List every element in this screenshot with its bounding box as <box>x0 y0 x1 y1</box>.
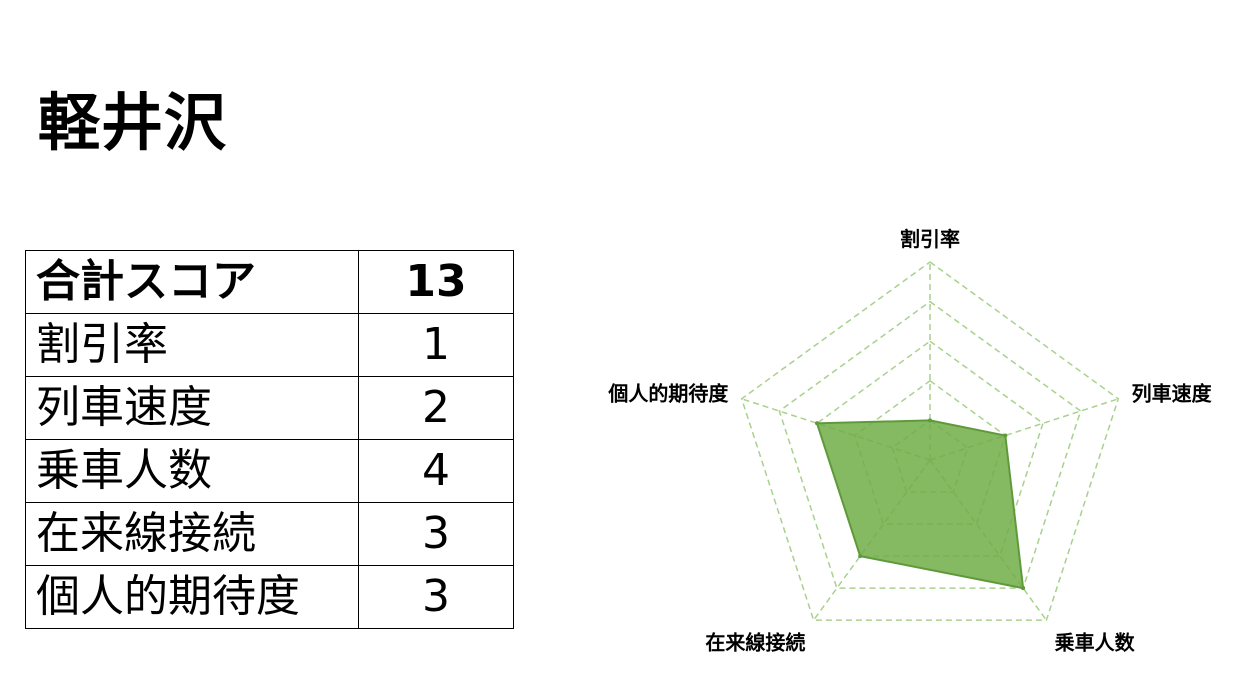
row-label: 乗車人数 <box>25 439 359 503</box>
row-label: 列車速度 <box>25 376 359 440</box>
score-table: 合計スコア 13 割引率 1 列車速度 2 乗車人数 4 在来線接続 3 個人的… <box>25 250 514 629</box>
row-value: 3 <box>358 502 514 566</box>
page-title: 軽井沢 <box>38 86 228 159</box>
total-score-value: 13 <box>358 250 514 314</box>
row-label: 在来線接続 <box>25 502 359 566</box>
row-value: 3 <box>358 565 514 629</box>
radar-axis-label: 個人的期待度 <box>607 381 729 405</box>
radar-axis-label: 列車速度 <box>1132 381 1213 405</box>
row-value: 2 <box>358 376 514 440</box>
radar-point <box>928 418 932 423</box>
table-row: 列車速度 2 <box>25 376 514 440</box>
radar-point <box>815 421 820 426</box>
radar-grid-ring <box>740 261 1120 621</box>
radar-axis-label: 乗車人数 <box>1055 631 1136 655</box>
radar-axis-label: 在来線接続 <box>705 631 805 655</box>
total-score-label: 合計スコア <box>25 250 359 314</box>
radar-series <box>815 418 1026 591</box>
row-value: 1 <box>358 313 514 377</box>
radar-grid-ring <box>816 340 1044 557</box>
row-label: 個人的期待度 <box>25 565 359 629</box>
row-label: 割引率 <box>25 313 359 377</box>
radar-point <box>1021 586 1026 591</box>
radar-series-area <box>815 419 1025 590</box>
table-row: 個人的期待度 3 <box>25 565 514 629</box>
radar-point <box>858 554 863 559</box>
table-row: 在来線接続 3 <box>25 502 514 566</box>
table-row: 乗車人数 4 <box>25 439 514 503</box>
row-value: 4 <box>358 439 514 503</box>
radar-point <box>1003 433 1008 438</box>
table-row-total: 合計スコア 13 <box>25 250 514 314</box>
radar-axis-label: 割引率 <box>900 227 960 251</box>
table-row: 割引率 1 <box>25 313 514 377</box>
radar-grid-ring <box>778 300 1082 589</box>
